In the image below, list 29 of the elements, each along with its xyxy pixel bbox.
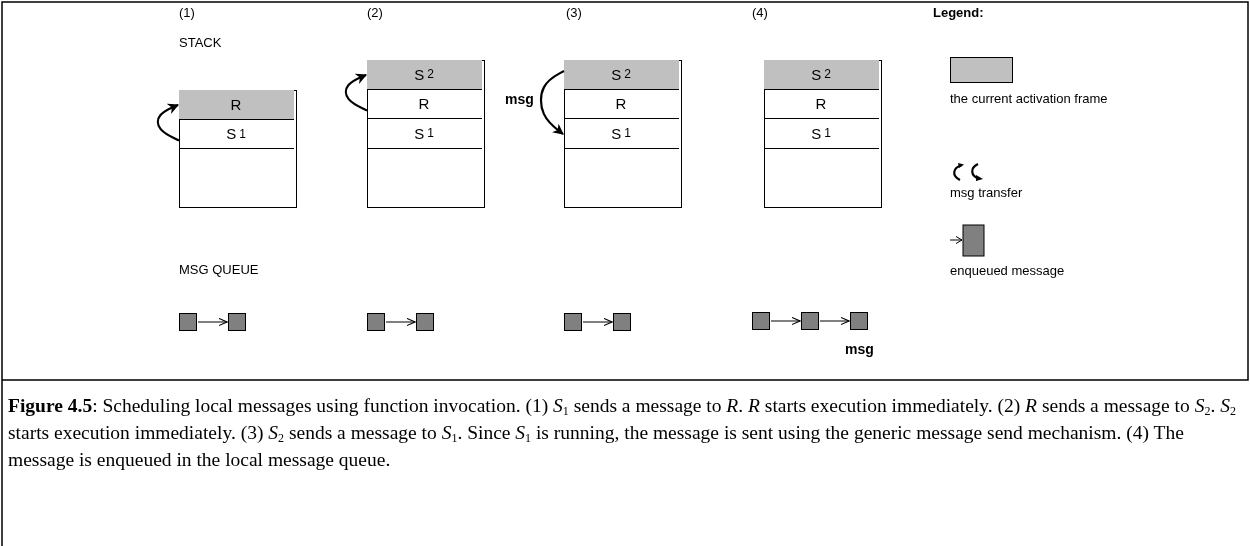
figure-caption: Figure 4.5: Scheduling local messages using function invocation. (1) S$_{1}$ sends a message to R. R starts execution immediately. (2) R sends a message to S$_{2}$. S$_{2}$ starts execution immediately. (3) S$_{2}$ sends a message to S$_{1}$. Since S$_{1}$ is running, the message is sent using the generic message send mechanism. (4) The message is enqueued in the local message queue. [8,394,1237,472]
message-square [564,313,582,331]
legend-text: the current activation frame [950,92,1109,106]
stack-box [179,90,297,208]
message-square [850,312,868,330]
activation-frame: R [763,89,879,119]
panel-number: (3) [566,5,582,20]
activation-frame: R [563,89,679,119]
message-square [367,313,385,331]
message-square [228,313,246,331]
stack-box [367,60,485,208]
legend-text: msg transfer [950,186,1024,200]
current-activation-frame: R [178,89,294,120]
legend-title: Legend: [933,5,984,20]
section-label: STACK [179,35,222,50]
node-caption: msg [845,341,874,357]
section-label: MSG QUEUE [179,262,259,277]
message-square [416,313,434,331]
message-square [801,312,819,330]
panel-number: (2) [367,5,383,20]
message-square [179,313,197,331]
message-square [613,313,631,331]
panel-number: (4) [752,5,768,20]
legend-text: enqueued message [950,264,1066,278]
message-square [752,312,770,330]
stack-box [764,60,882,208]
panel-number: (1) [179,5,195,20]
stack-box [564,60,682,208]
activation-frame: R [366,89,482,119]
